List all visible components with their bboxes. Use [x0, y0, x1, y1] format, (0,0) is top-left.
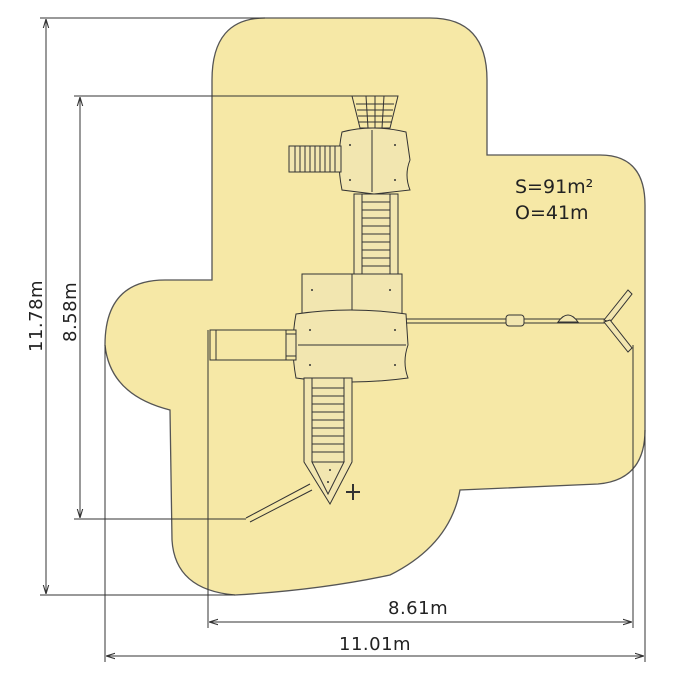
rope-bridge	[406, 314, 608, 327]
perimeter-label: O=41m	[515, 202, 589, 224]
side-steps	[288, 145, 342, 173]
slide	[209, 329, 297, 361]
playground-structure	[209, 95, 633, 523]
lower-tower	[292, 273, 409, 383]
diagonal-beam	[245, 483, 313, 523]
y-post	[603, 289, 633, 353]
ramp-post	[346, 484, 360, 500]
bridge	[353, 193, 399, 275]
platform-bolts	[309, 144, 396, 483]
climbing-ramp	[303, 377, 353, 506]
outer-height-label: 11.78m	[26, 280, 47, 352]
area-label: S=91m²	[515, 176, 593, 198]
inner-width-label: 8.61m	[388, 598, 448, 619]
outer-width-label: 11.01m	[339, 634, 411, 655]
upper-tower-platform	[338, 127, 411, 195]
net-ladder	[351, 95, 399, 129]
inner-height-label: 8.58m	[60, 282, 81, 342]
dimension-lines	[40, 17, 646, 662]
